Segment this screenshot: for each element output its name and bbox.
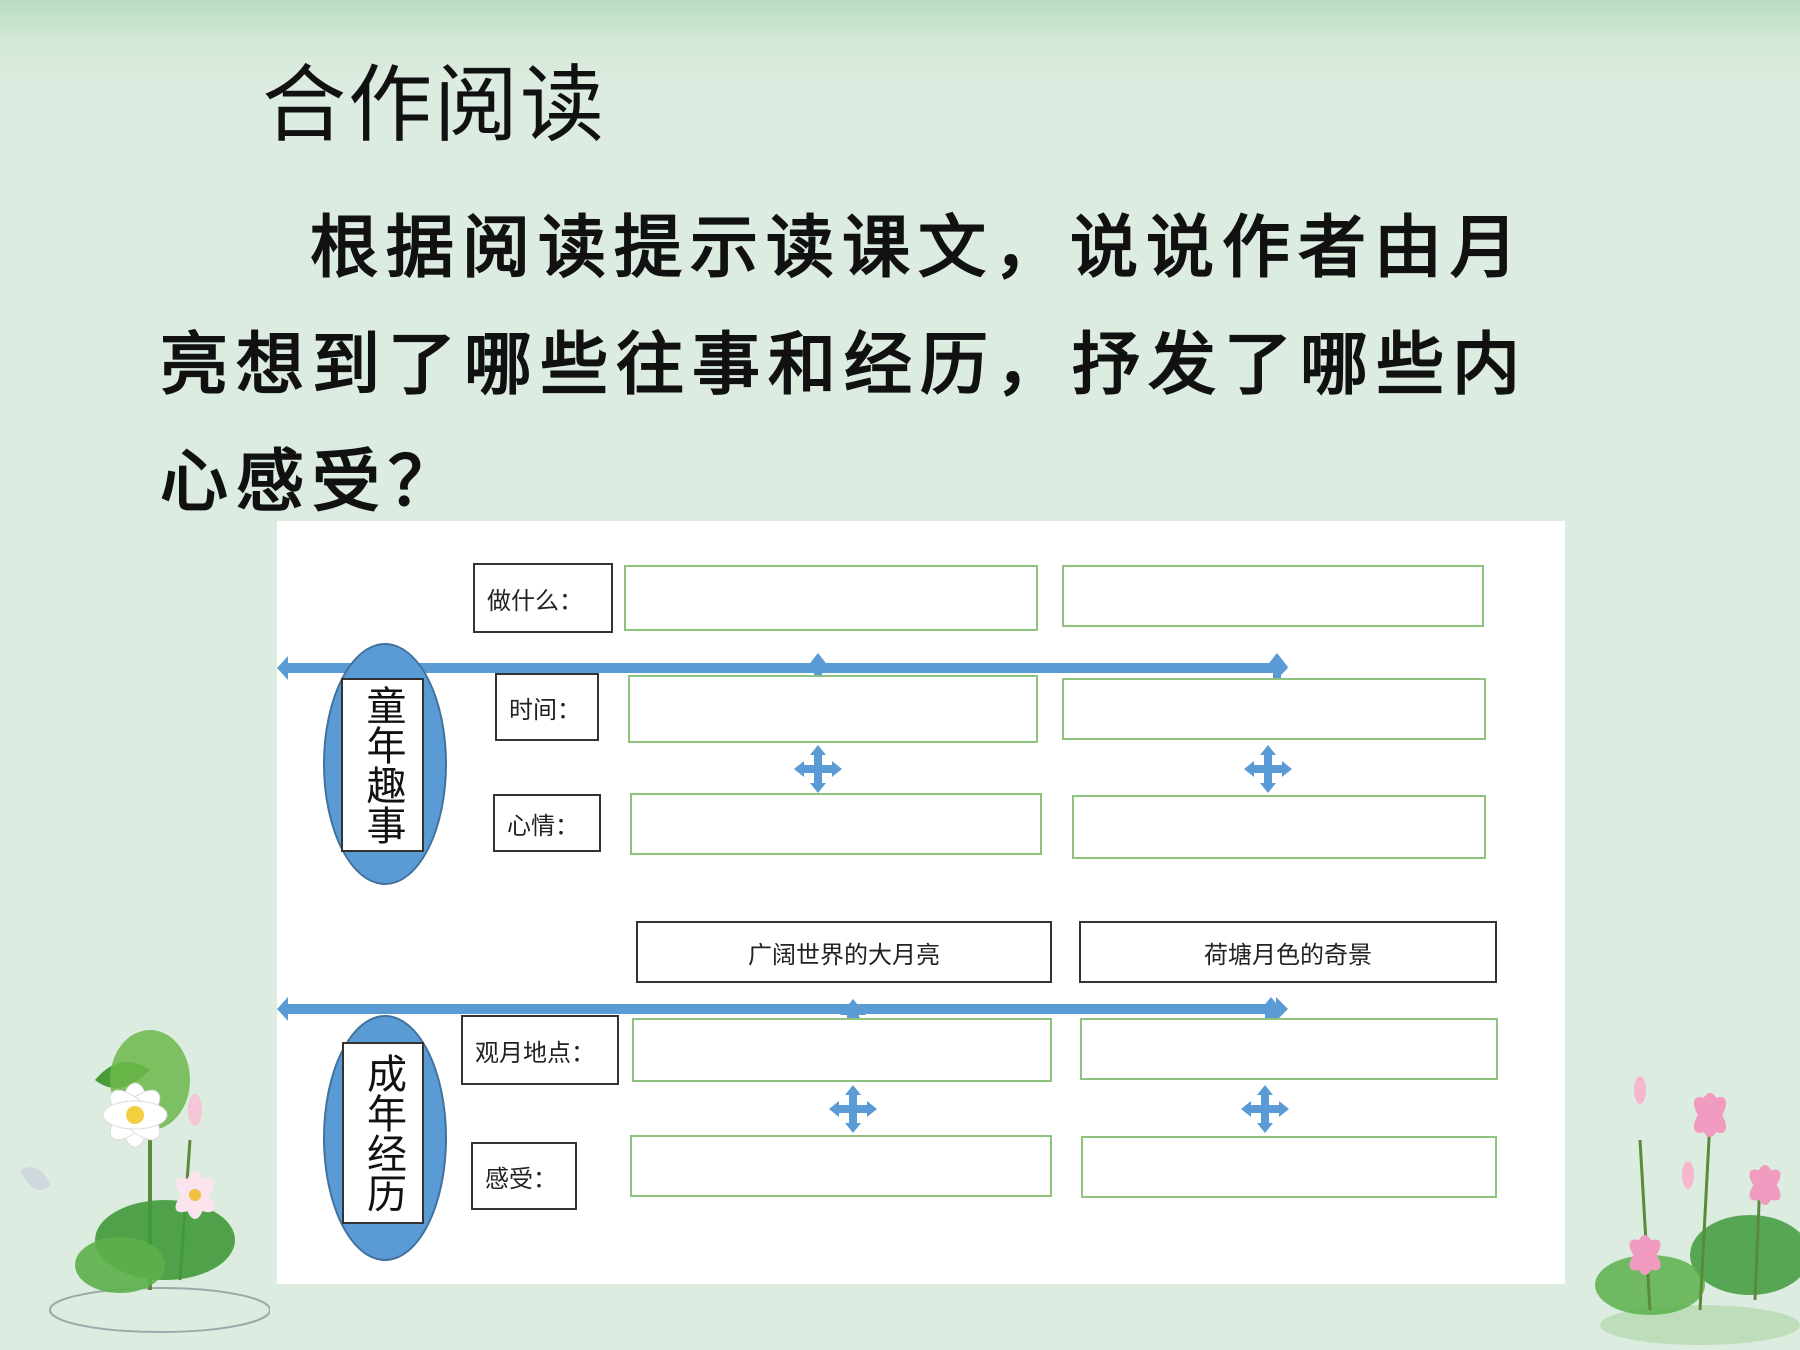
junction-marker [1241, 1085, 1289, 1133]
up-arrow [1266, 653, 1288, 690]
label-time: 时间： [495, 673, 599, 741]
answer-box-place-2[interactable] [1080, 1018, 1498, 1080]
label-what: 做什么： [473, 563, 613, 633]
timeline-arrow-adulthood [277, 997, 1288, 1021]
answer-box-feeling-2[interactable] [1081, 1136, 1497, 1198]
answer-box-place-1[interactable] [632, 1018, 1052, 1082]
answer-box-what-2[interactable] [1062, 565, 1484, 627]
reading-diagram: 童年趣事 做什么： 时间： 心情： 广阔世界的大月亮 荷塘月色的奇景 成年经历 … [277, 521, 1565, 1284]
scene-box-big-moon: 广阔世界的大月亮 [636, 921, 1052, 983]
childhood-heading: 童年趣事 [341, 678, 424, 852]
answer-box-mood-1[interactable] [630, 793, 1042, 855]
label-mood: 心情： [493, 794, 601, 852]
answer-box-mood-2[interactable] [1072, 795, 1486, 859]
answer-box-feeling-1[interactable] [630, 1135, 1052, 1197]
answer-box-what-1[interactable] [624, 565, 1038, 631]
answer-box-time-1[interactable] [628, 675, 1038, 743]
scene-box-lotus-pond: 荷塘月色的奇景 [1079, 921, 1497, 983]
junction-marker [1244, 745, 1292, 793]
lotus-decoration-right [1595, 1076, 1800, 1345]
junction-marker [829, 1085, 877, 1133]
lotus-decoration-left [20, 1030, 270, 1333]
label-feeling: 感受： [471, 1142, 577, 1210]
question-text: 根据阅读提示读课文，说说作者由月亮想到了哪些往事和经历，抒发了哪些内心感受？ [160, 208, 1529, 522]
adulthood-heading: 成年经历 [342, 1042, 424, 1224]
label-place: 观月地点： [461, 1015, 619, 1085]
slide-title: 合作阅读 [262, 56, 607, 154]
timeline-arrow-childhood [277, 656, 1288, 680]
junction-marker [794, 745, 842, 793]
up-arrow [807, 653, 829, 689]
answer-box-time-2[interactable] [1062, 678, 1486, 740]
